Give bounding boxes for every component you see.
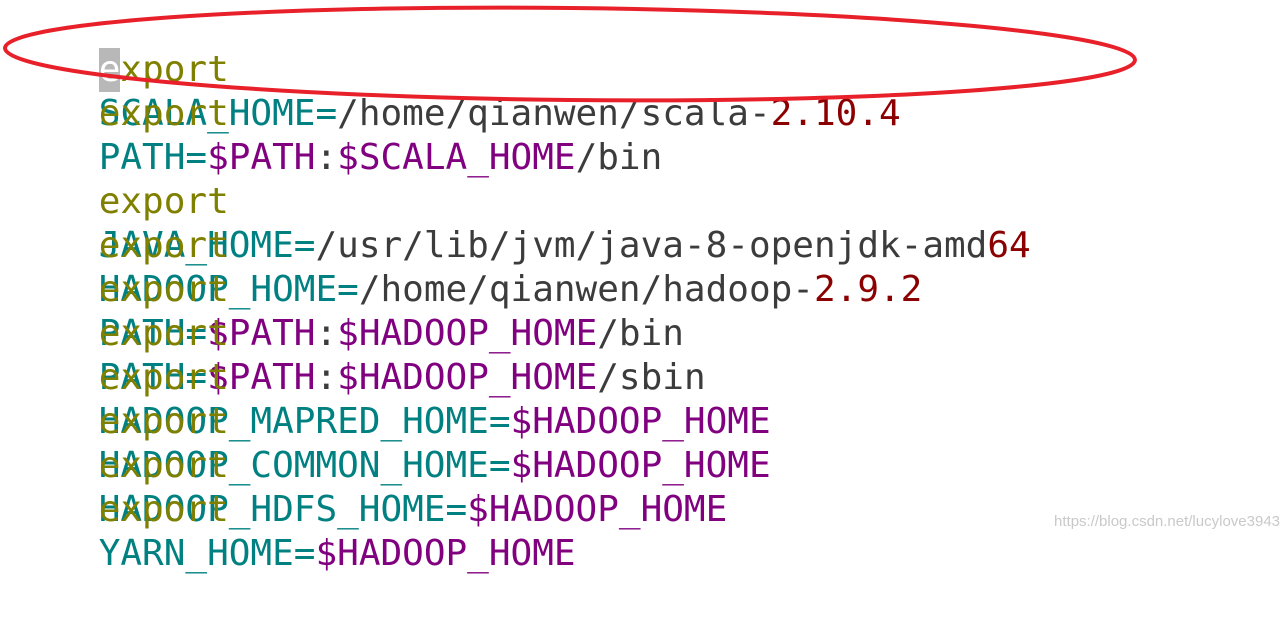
path-value: /sbin <box>597 357 706 398</box>
separator: : <box>315 137 338 178</box>
variable-name: HADOOP_MAPRED_HOME <box>98 401 489 442</box>
variable-reference: $PATH <box>207 137 316 178</box>
code-line: export HADOOP_HDFS_HOME=$HADOOP_HOME <box>12 400 728 530</box>
path-value: /bin <box>575 137 663 178</box>
path-value: /home/qianwen/hadoop- <box>358 269 814 310</box>
variable-name: HADOOP_HDFS_HOME <box>98 489 446 530</box>
variable-name: JAVA_HOME <box>98 225 294 266</box>
variable-reference: $HADOOP_HOME <box>315 533 576 574</box>
assign-operator: = <box>293 533 316 574</box>
keyword-export: export <box>98 313 229 354</box>
code-line: export SCALA_HOME=/home/qianwen/scala-2.… <box>12 4 901 134</box>
variable-reference: $PATH <box>207 313 316 354</box>
assign-operator: = <box>488 401 511 442</box>
path-value: /home/qianwen/scala- <box>337 93 771 134</box>
keyword-export: export <box>98 489 229 530</box>
code-line: export HADOOP_COMMON_HOME=$HADOOP_HOME <box>12 356 771 486</box>
code-editor[interactable]: export SCALA_HOME=/home/qianwen/scala-2.… <box>12 0 1288 574</box>
version-number: 64 <box>987 225 1031 266</box>
keyword-export: export <box>98 181 229 222</box>
variable-reference: $HADOOP_HOME <box>510 401 771 442</box>
code-line: export PATH=$PATH:$SCALA_HOME/bin <box>12 48 663 178</box>
keyword-export: export <box>98 269 229 310</box>
code-line: export JAVA_HOME=/usr/lib/jvm/java-8-ope… <box>12 136 1031 266</box>
variable-reference: $SCALA_HOME <box>337 137 576 178</box>
assign-operator: = <box>488 445 511 486</box>
variable-name: HADOOP_HOME <box>98 269 338 310</box>
variable-name: PATH <box>98 357 186 398</box>
separator: : <box>315 313 338 354</box>
variable-reference: $HADOOP_HOME <box>337 357 598 398</box>
variable-name: YARN_HOME <box>98 533 294 574</box>
variable-name: PATH <box>98 313 186 354</box>
keyword-export: export <box>98 93 229 134</box>
assign-operator: = <box>337 269 359 310</box>
version-number: 2.9.2 <box>813 269 923 310</box>
variable-name: PATH <box>98 137 186 178</box>
variable-name: HADOOP_COMMON_HOME <box>98 445 489 486</box>
version-number: 2.10.4 <box>770 93 901 134</box>
code-line: export HADOOP_HOME=/home/qianwen/hadoop-… <box>12 180 923 310</box>
keyword-export: export <box>98 445 229 486</box>
code-line: export YARN_HOME=$HADOOP_HOME <box>12 444 576 574</box>
assign-operator: = <box>293 225 316 266</box>
assign-operator: = <box>315 93 338 134</box>
code-line: export PATH=$PATH:$HADOOP_HOME/bin <box>12 224 684 354</box>
watermark-text: https://blog.csdn.net/lucylove3943 <box>1054 513 1280 530</box>
code-line: export PATH=$PATH:$HADOOP_HOME/sbin <box>12 268 706 398</box>
separator: : <box>315 357 338 398</box>
variable-reference: $PATH <box>207 357 316 398</box>
code-line: export HADOOP_MAPRED_HOME=$HADOOP_HOME <box>12 312 771 442</box>
path-value: /bin <box>597 313 684 354</box>
assign-operator: = <box>445 489 468 530</box>
keyword-export: export <box>98 225 229 266</box>
variable-reference: $HADOOP_HOME <box>510 445 771 486</box>
assign-operator: = <box>185 137 208 178</box>
variable-reference: $HADOOP_HOME <box>467 489 728 530</box>
variable-reference: $HADOOP_HOME <box>337 313 598 354</box>
keyword-export: export <box>98 357 229 398</box>
keyword-export: export <box>98 401 229 442</box>
assign-operator: = <box>185 357 208 398</box>
assign-operator: = <box>185 313 208 354</box>
path-value: /usr/lib/jvm/java-8-openjdk-amd <box>315 225 988 266</box>
